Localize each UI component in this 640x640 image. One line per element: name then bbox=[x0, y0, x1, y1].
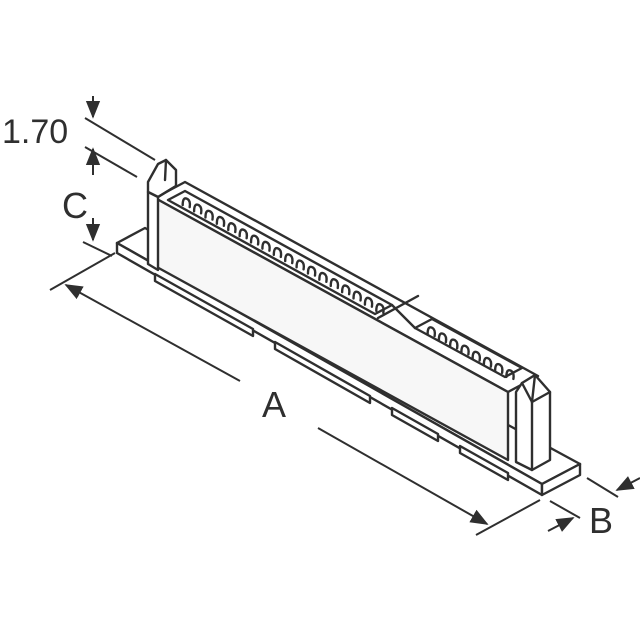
arrow-a-left bbox=[64, 284, 241, 382]
pin-contact bbox=[426, 326, 437, 338]
housing bbox=[153, 180, 540, 462]
pin-contact bbox=[192, 203, 203, 215]
arrow-b-left bbox=[547, 517, 575, 532]
dim-label-b: B bbox=[589, 500, 613, 541]
pin-contact bbox=[340, 284, 351, 296]
pin-contact bbox=[227, 222, 237, 234]
solder-feet bbox=[153, 272, 510, 482]
pin-row bbox=[181, 197, 515, 381]
pin-contact bbox=[272, 246, 283, 259]
pin-contact bbox=[181, 197, 192, 209]
pin-contact bbox=[493, 362, 504, 375]
pin-contact bbox=[215, 215, 226, 227]
pin-contact bbox=[329, 278, 340, 290]
pin-contact bbox=[460, 344, 470, 356]
pin-contact bbox=[471, 350, 482, 362]
pin-contact bbox=[204, 209, 214, 221]
right-post bbox=[514, 373, 552, 472]
dim-label-1-70: 1.70 bbox=[2, 113, 68, 151]
dim-label-a: A bbox=[262, 384, 286, 425]
pin-contact bbox=[261, 240, 271, 252]
pin-contact bbox=[505, 369, 515, 381]
pin-contact bbox=[482, 356, 493, 368]
pin-contact bbox=[306, 265, 317, 277]
pin-contact bbox=[437, 332, 448, 344]
polarization-key bbox=[376, 294, 420, 320]
pin-contact bbox=[238, 228, 249, 240]
left-post bbox=[146, 158, 178, 272]
pin-contact bbox=[283, 253, 294, 265]
arrow-a-right bbox=[317, 427, 489, 525]
arrow-b-right bbox=[615, 476, 640, 491]
pin-contact bbox=[249, 234, 260, 246]
pin-contact bbox=[318, 271, 328, 283]
dimension-lines bbox=[49, 96, 640, 536]
pin-contact bbox=[375, 302, 385, 315]
pin-contact bbox=[352, 290, 362, 302]
pin-contact bbox=[295, 259, 306, 271]
pin-contact bbox=[448, 338, 459, 350]
dim-label-c: C bbox=[62, 185, 88, 226]
pin-contact bbox=[363, 296, 374, 308]
